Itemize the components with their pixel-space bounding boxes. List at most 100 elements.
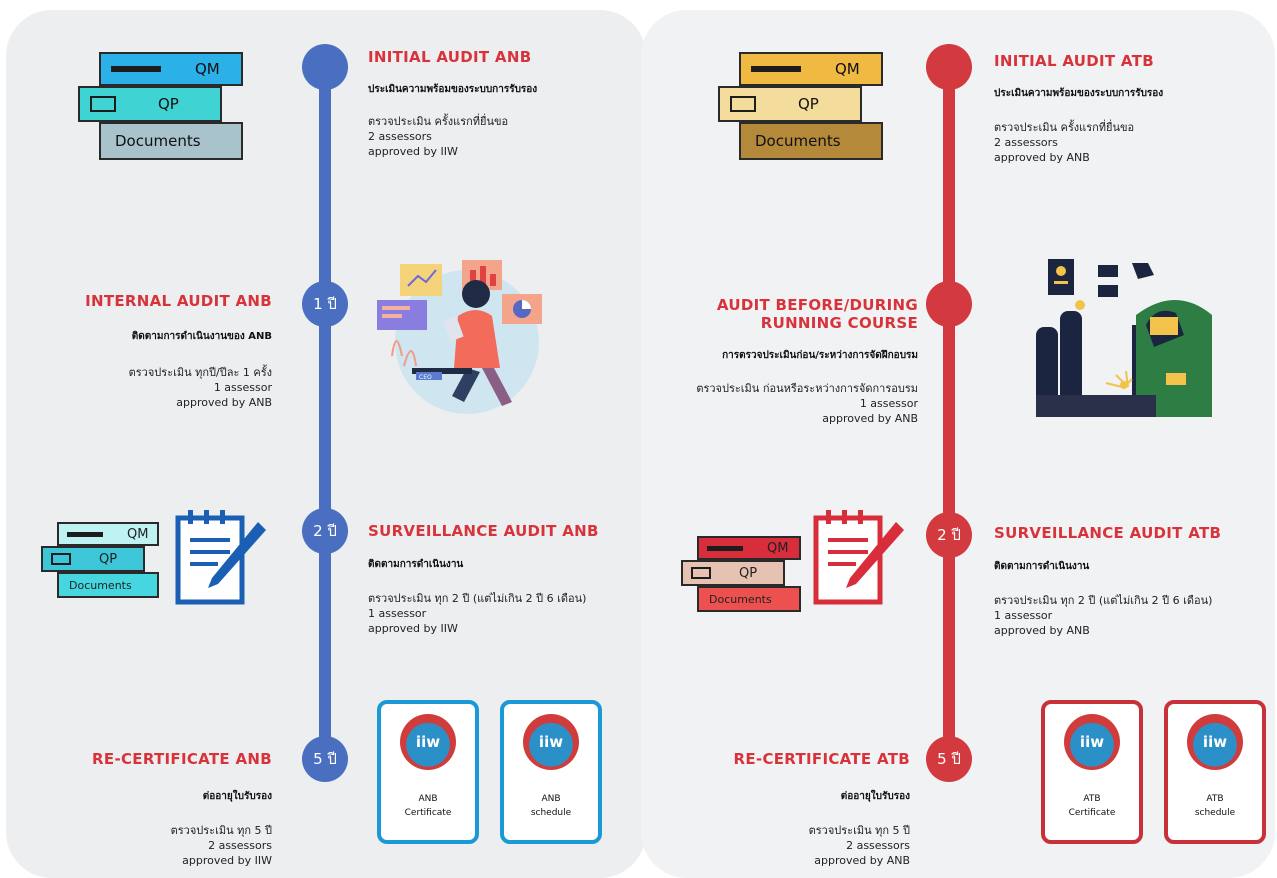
atb-book-documents: Documents: [739, 122, 883, 160]
ceo-text: CEO: [419, 374, 432, 381]
detail-line: 2 assessors: [994, 136, 1058, 149]
book-stripe: [707, 545, 743, 551]
anb-recert-title: RE-CERTIFICATE ANB: [92, 750, 272, 768]
book-label-box: [691, 567, 711, 579]
anb-year1-dot: 1 ปี: [302, 281, 348, 327]
iiw-logo: iiw: [1187, 714, 1243, 770]
book-stripe: [751, 66, 801, 72]
atb-initial-subtitle: ประเมินความพร้อมของระบบการรับรอง: [994, 88, 1164, 99]
atb-surveillance-details: ตรวจประเมิน ทุก 2 ปี (แต่ไม่เกิน 2 ปี 6 …: [994, 593, 1212, 638]
notepad-pen-icon: [813, 510, 904, 605]
anb-year2-dot: 2 ปี: [302, 508, 348, 554]
atb-initial-title: INITIAL AUDIT ATB: [994, 52, 1154, 70]
anb-year5-dot: 5 ปี: [302, 736, 348, 782]
detail-line: ตรวจประเมิน ทุก 2 ปี (แต่ไม่เกิน 2 ปี 6 …: [994, 594, 1213, 607]
card-line1: ATB: [1206, 794, 1224, 804]
atb-during-dot: [926, 281, 972, 327]
detail-line: ตรวจประเมิน ทุก 5 ปี: [808, 824, 910, 837]
anb-schedule-card[interactable]: iiw ANB schedule: [500, 700, 602, 844]
book-label: QM: [835, 60, 860, 78]
detail-line: approved by IIW: [182, 854, 272, 867]
title-line: RUNNING COURSE: [760, 314, 918, 332]
book-label-box: [51, 553, 71, 565]
anb-initial-title: INITIAL AUDIT ANB: [368, 48, 532, 66]
iiw-logo: iiw: [400, 714, 456, 770]
atb-year5-dot: 5 ปี: [926, 736, 972, 782]
book-label: QP: [99, 551, 118, 567]
iiw-logo: iiw: [1064, 714, 1120, 770]
book-label: Documents: [755, 132, 841, 150]
book-label: QM: [127, 526, 149, 542]
book-label: QM: [195, 60, 220, 78]
detail-line: 2 assessors: [208, 839, 272, 852]
anb-initial-details: ตรวจประเมิน ครั้งแรกที่ยื่นขอ 2 assessor…: [368, 114, 508, 159]
atb-small-book-qm: QM: [697, 536, 801, 560]
notepad-pen-icon: [175, 510, 266, 605]
anb-surveillance-title: SURVEILLANCE AUDIT ANB: [368, 522, 599, 540]
anb-timeline-line: [319, 60, 331, 760]
card-line2: schedule: [530, 808, 572, 818]
book-label: Documents: [115, 132, 201, 150]
detail-line: ตรวจประเมิน ทุก 2 ปี (แต่ไม่เกิน 2 ปี 6 …: [368, 592, 587, 605]
welder-illustration: [1036, 259, 1212, 417]
anb-internal-details: ตรวจประเมิน ทุกปี/ปีละ 1 ครั้ง 1 assesso…: [129, 365, 272, 410]
book-stripe: [111, 66, 161, 72]
atb-small-book-qp: QP: [681, 560, 785, 586]
atb-schedule-card[interactable]: iiw ATB schedule: [1164, 700, 1266, 844]
anb-recert-subtitle: ต่ออายุใบรับรอง: [202, 791, 272, 802]
anb-internal-subtitle: ติดตามการดำเนินงานของ ANB: [131, 331, 272, 342]
detail-line: 1 assessor: [994, 609, 1053, 622]
atb-recert-details: ตรวจประเมิน ทุก 5 ปี 2 assessors approve…: [809, 823, 910, 868]
anb-book-qp: QP: [78, 86, 222, 122]
card-line2: schedule: [1194, 808, 1236, 818]
book-label: QP: [158, 95, 179, 113]
anb-certificate-card[interactable]: iiw ANB Certificate: [377, 700, 479, 844]
detail-line: approved by IIW: [368, 622, 458, 635]
anb-small-book-documents: Documents: [57, 572, 159, 598]
detail-line: 1 assessor: [859, 397, 918, 410]
detail-line: ตรวจประเมิน ทุกปี/ปีละ 1 ครั้ง: [128, 366, 272, 379]
atb-surveillance-subtitle: ติดตามการดำเนินงาน: [994, 561, 1090, 572]
atb-initial-details: ตรวจประเมิน ครั้งแรกที่ยื่นขอ 2 assessor…: [994, 120, 1134, 165]
detail-line: approved by ANB: [176, 396, 272, 409]
detail-line: ตรวจประเมิน ทุก 5 ปี: [170, 824, 272, 837]
card-line1: ATB: [1083, 794, 1101, 804]
book-label: Documents: [69, 578, 132, 592]
anb-small-book-qp: QP: [41, 546, 145, 572]
book-label: Documents: [709, 592, 772, 606]
detail-line: 2 assessors: [846, 839, 910, 852]
book-label: QM: [767, 540, 789, 556]
atb-book-qm: QM: [739, 52, 883, 86]
iiw-logo: iiw: [523, 714, 579, 770]
book-label: QP: [798, 95, 819, 113]
detail-line: approved by ANB: [994, 624, 1090, 637]
detail-line: ตรวจประเมิน ครั้งแรกที่ยื่นขอ: [368, 115, 509, 128]
atb-recert-title: RE-CERTIFICATE ATB: [733, 750, 910, 768]
atb-book-qp: QP: [718, 86, 862, 122]
atb-timeline-line: [943, 60, 955, 760]
atb-year2-dot: 2 ปี: [926, 512, 972, 558]
book-label-box: [730, 96, 756, 112]
atb-during-details: ตรวจประเมิน ก่อนหรือระหว่างการจัดการอบรม…: [696, 381, 918, 426]
anb-book-qm: QM: [99, 52, 243, 86]
atb-certificate-card[interactable]: iiw ATB Certificate: [1041, 700, 1143, 844]
card-line2: Certificate: [404, 808, 452, 818]
atb-initial-dot: [926, 44, 972, 90]
detail-line: approved by IIW: [368, 145, 458, 158]
detail-line: 1 assessor: [213, 381, 272, 394]
atb-surveillance-title: SURVEILLANCE AUDIT ATB: [994, 524, 1222, 542]
card-line2: Certificate: [1068, 808, 1116, 818]
anb-initial-dot: [302, 44, 348, 90]
atb-during-title: AUDIT BEFORE/DURING RUNNING COURSE: [717, 296, 918, 332]
atb-during-subtitle: การตรวจประเมินก่อน/ระหว่างการจัดฝึกอบรม: [722, 350, 918, 361]
detail-line: ตรวจประเมิน ครั้งแรกที่ยื่นขอ: [994, 121, 1135, 134]
atb-recert-subtitle: ต่ออายุใบรับรอง: [840, 791, 910, 802]
anb-initial-subtitle: ประเมินความพร้อมของระบบการรับรอง: [368, 84, 538, 95]
detail-line: ตรวจประเมิน ก่อนหรือระหว่างการจัดการอบรม: [696, 382, 918, 395]
anb-small-book-qm: QM: [57, 522, 159, 546]
detail-line: approved by ANB: [994, 151, 1090, 164]
card-line1: ANB: [418, 794, 438, 804]
book-label: QP: [739, 565, 758, 581]
detail-line: approved by ANB: [822, 412, 918, 425]
detail-line: approved by ANB: [814, 854, 910, 867]
